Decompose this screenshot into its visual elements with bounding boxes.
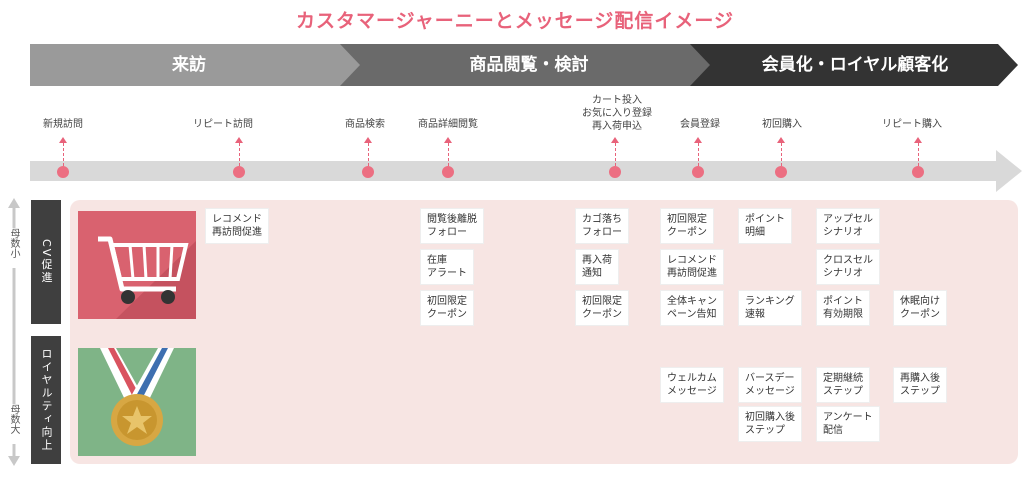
arrow-up-icon [364, 137, 372, 143]
dashed-connector [781, 143, 782, 166]
touchpoint-label: 初回購入 [762, 119, 802, 130]
dashed-connector [615, 143, 616, 166]
touchpoint-dot [233, 166, 245, 178]
touchpoint-label: リピート購入 [882, 119, 942, 130]
dashed-connector [918, 143, 919, 166]
medal-icon [78, 348, 196, 456]
message-tag: 休眠向け クーポン [893, 290, 947, 326]
message-tag: 在庫 アラート [420, 249, 474, 285]
touchpoint-dot [362, 166, 374, 178]
dashed-connector [239, 143, 240, 166]
message-tag: ポイント 有効期限 [816, 290, 870, 326]
message-tag: クロスセル シナリオ [816, 249, 880, 285]
message-tag: 定期継続 ステップ [816, 367, 870, 403]
dashed-connector [368, 143, 369, 166]
arrow-up-icon [444, 137, 452, 143]
message-tag: 初回購入後 ステップ [738, 406, 802, 442]
message-tag: アンケート 配信 [816, 406, 880, 442]
arrow-up-icon [694, 137, 702, 143]
page-title: カスタマージャーニーとメッセージ配信イメージ [296, 10, 734, 32]
message-tag: レコメンド 再訪問促進 [660, 249, 724, 285]
phase-label: 商品閲覧・検討 [469, 55, 589, 75]
side-label-large: 母数大 [7, 404, 21, 444]
message-tag: 閲覧後離脱 フォロー [420, 208, 484, 244]
dashed-connector [448, 143, 449, 166]
touchpoint-dot [912, 166, 924, 178]
row-label-text: CV促進 [40, 239, 53, 285]
touchpoint-label: リピート訪問 [193, 119, 253, 130]
message-tag: 初回限定 クーポン [660, 208, 714, 244]
touchpoint-label: 会員登録 [680, 119, 720, 130]
message-tag: 初回限定 クーポン [420, 290, 474, 326]
phase-visit: 来訪 [30, 44, 368, 86]
row-label-text: ロイヤルティ向上 [40, 348, 53, 452]
touchpoint-dot [442, 166, 454, 178]
phase-loyalty: 会員化・ロイヤル顧客化 [690, 44, 1018, 86]
message-tag: ウェルカム メッセージ [660, 367, 724, 403]
message-tag: レコメンド 再訪問促進 [205, 208, 269, 244]
arrow-up-icon [914, 137, 922, 143]
phase-label: 会員化・ロイヤル顧客化 [761, 55, 949, 75]
message-tag: 全体キャン ペーン告知 [660, 290, 724, 326]
touchpoint-dot [692, 166, 704, 178]
arrow-up-icon [59, 137, 67, 143]
touchpoint-label: カート投入 お気に入り登録 再入荷申込 [582, 95, 652, 132]
arrow-up-icon [611, 137, 619, 143]
side-label-small: 母数小 [7, 228, 21, 268]
shopping-cart-icon [78, 211, 196, 319]
dashed-connector [698, 143, 699, 166]
touchpoint-dot [57, 166, 69, 178]
touchpoint-dot [775, 166, 787, 178]
message-tag: ポイント 明細 [738, 208, 792, 244]
message-tag: カゴ落ち フォロー [575, 208, 629, 244]
touchpoint-dot [609, 166, 621, 178]
timeline-arrow [30, 150, 1022, 192]
row-label-cv: CV促進 [31, 200, 61, 324]
dashed-connector [63, 143, 64, 166]
touchpoint-label: 商品検索 [345, 119, 385, 130]
message-tag: 初回限定 クーポン [575, 290, 629, 326]
touchpoint-label: 新規訪問 [43, 119, 83, 130]
arrow-up-icon [235, 137, 243, 143]
message-tag: 再入荷 通知 [575, 249, 619, 285]
arrow-up-icon [777, 137, 785, 143]
message-tag: バースデー メッセージ [738, 367, 802, 403]
phase-label: 来訪 [172, 55, 206, 75]
message-tag: アップセル シナリオ [816, 208, 880, 244]
message-tag: ランキング 速報 [738, 290, 802, 326]
touchpoint-label: 商品詳細閲覧 [418, 119, 478, 130]
message-tag: 再購入後 ステップ [893, 367, 947, 403]
phase-browse: 商品閲覧・検討 [340, 44, 718, 86]
row-label-loyalty: ロイヤルティ向上 [31, 336, 61, 464]
